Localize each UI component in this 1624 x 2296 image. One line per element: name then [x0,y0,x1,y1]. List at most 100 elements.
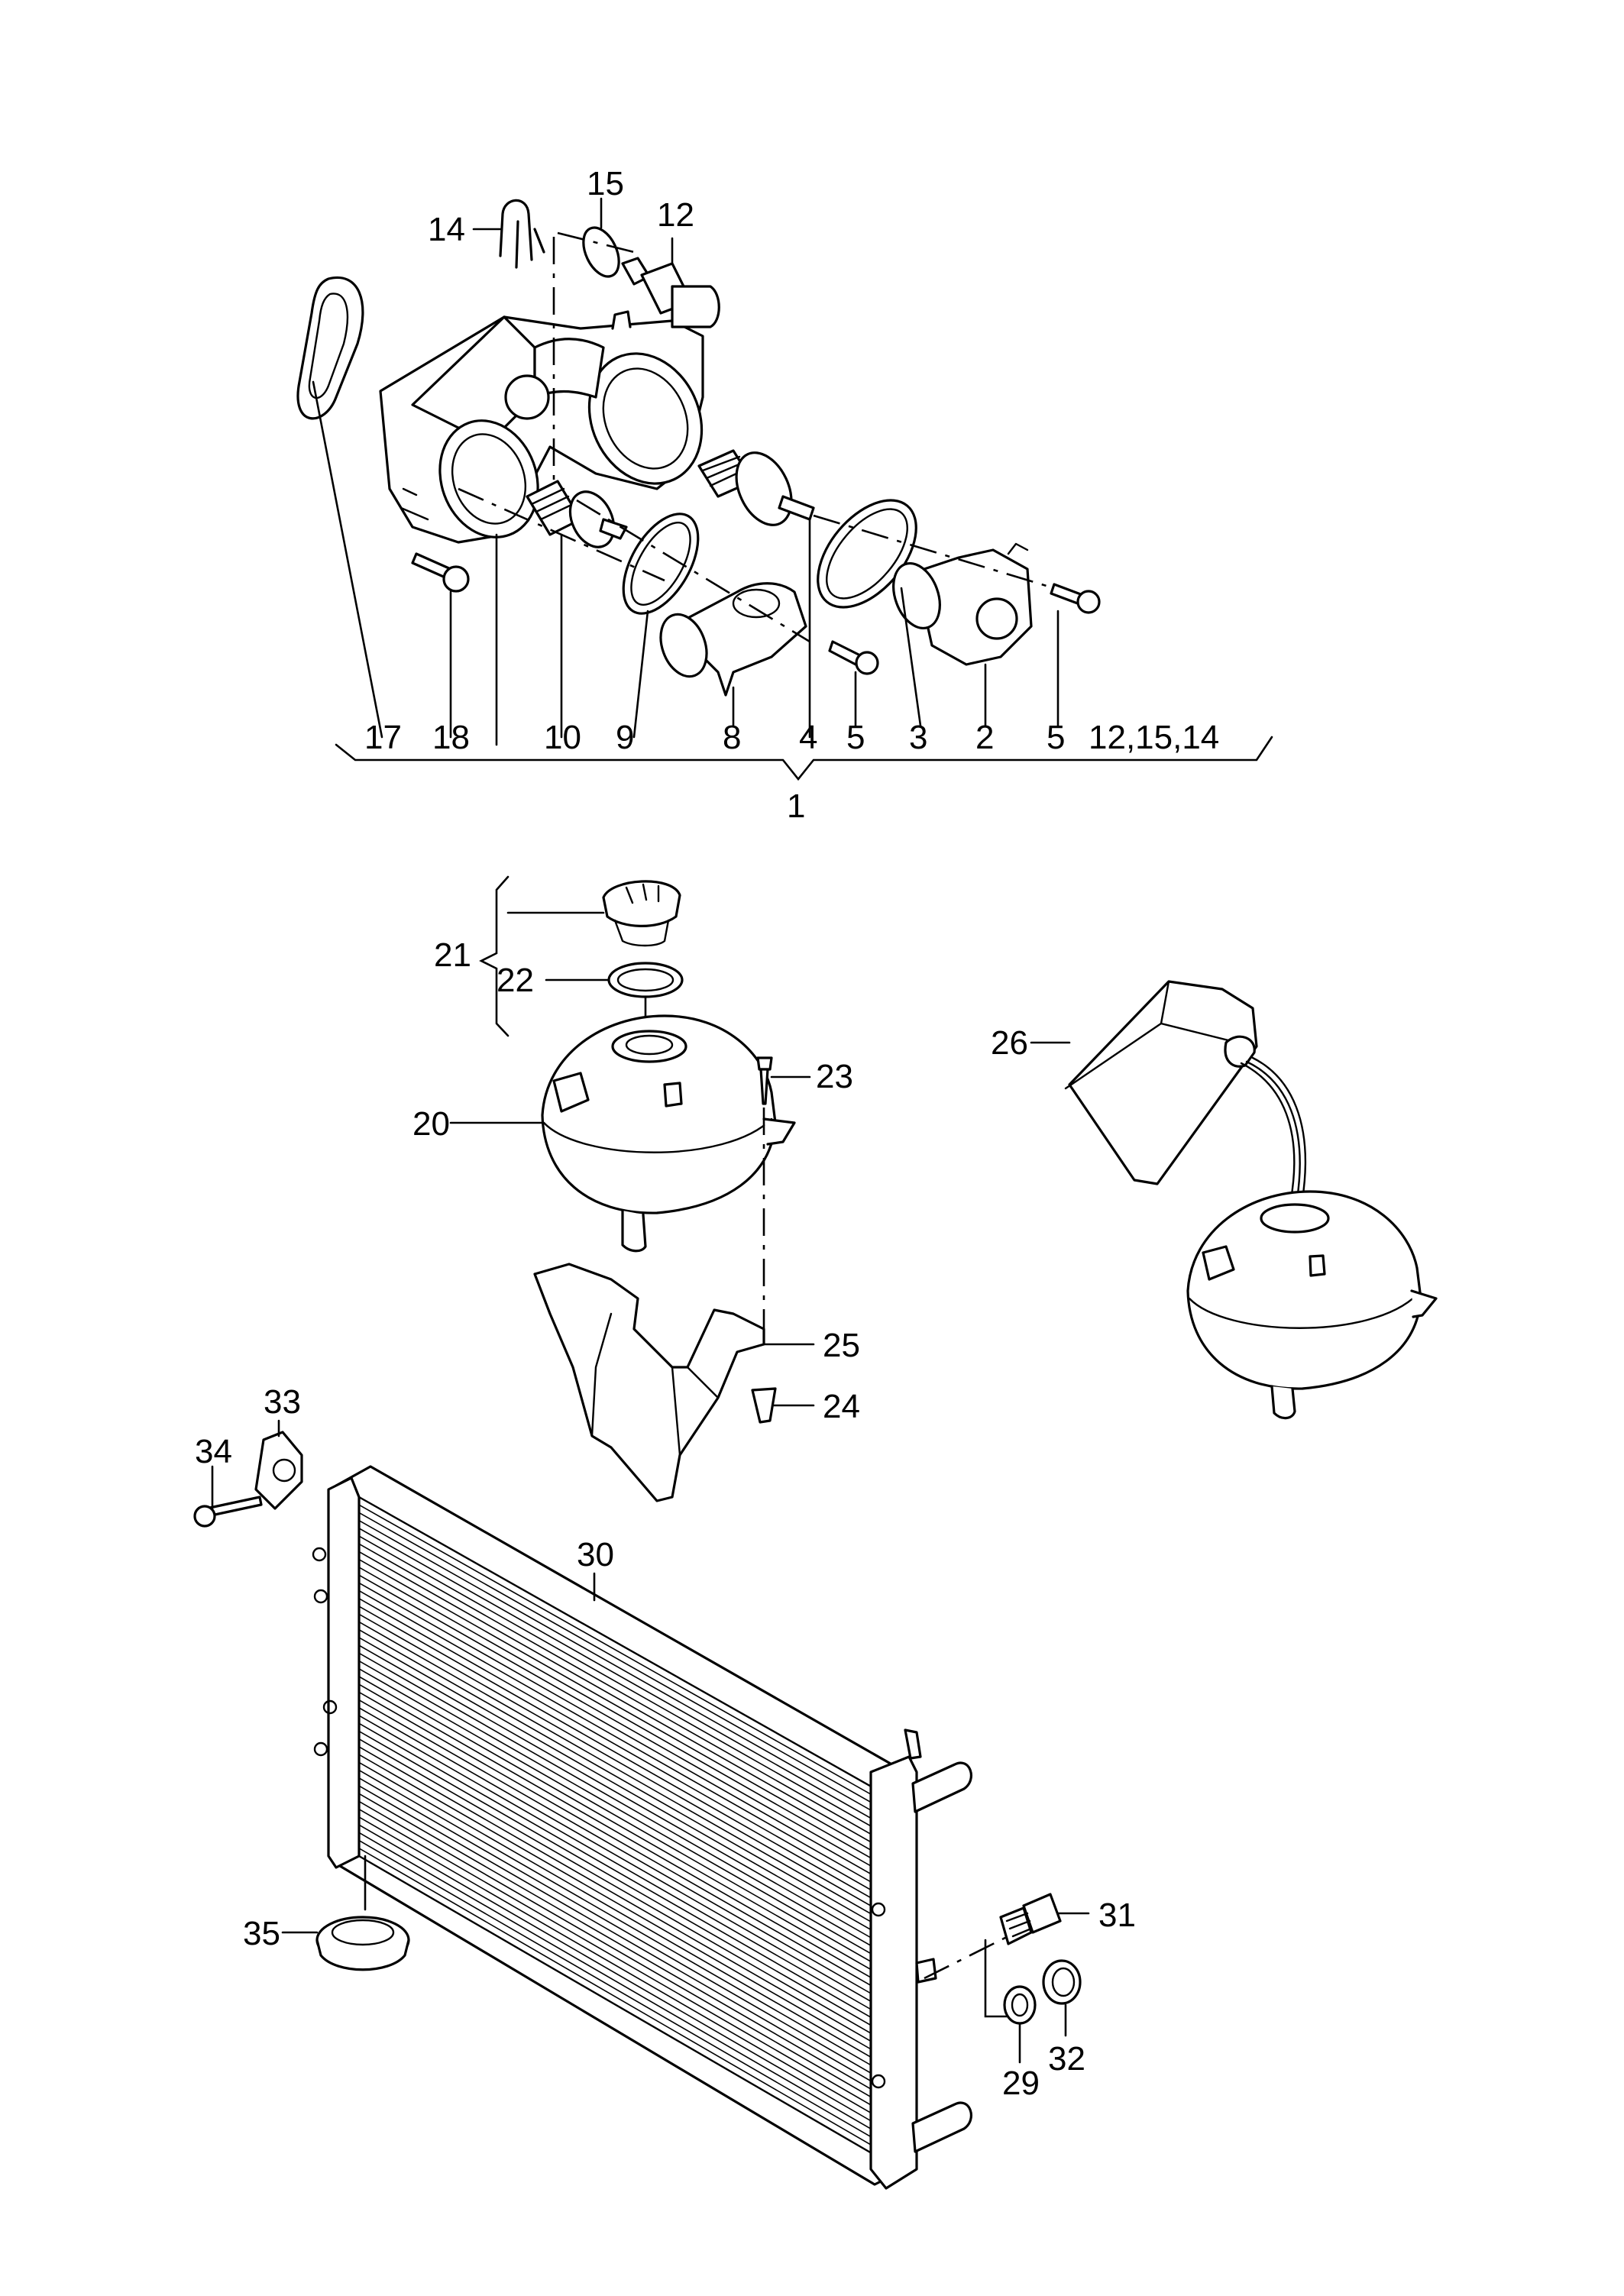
axis-line-sensor [924,1935,1009,1980]
radiator-fin-line [358,1660,887,1963]
radiator-fin-line [358,1707,887,2011]
radiator-fin-line [358,1746,887,2051]
callout-12: 12 [657,196,694,234]
radiator-fin-line [358,1738,887,2043]
callout-26: 26 [991,1024,1028,1062]
part-2-coolant-flange [892,542,1033,666]
radiator-fin-line [358,1777,887,2083]
callout-2: 2 [975,719,994,756]
part-4-thermostat [697,449,815,526]
radiator-fin-line [358,1613,887,1916]
callout-22: 22 [497,962,534,999]
radiator-fin-line [358,1528,887,1828]
thermostat-housing-group [296,197,1273,781]
radiator-fin-line [358,1715,887,2019]
radiator-fins [358,1504,887,2155]
axis-line-3 [576,499,810,643]
callout-32: 32 [1048,2040,1085,2078]
radiator-fin-line [358,1621,887,1923]
radiator-fin-line [358,1676,887,1979]
expansion-tank-copy [1186,1190,1438,1420]
expansion-tank-group [449,875,815,1502]
part-12-coolant-sensor [621,257,720,328]
radiator-fin-line [358,1512,887,1812]
radiator-fin-line [358,1824,887,2130]
callout-3: 3 [909,719,927,756]
radiator-fin-line [358,1652,887,1955]
part-34-screw [193,1496,263,1528]
radiator-fin-line [358,1589,887,1891]
radiator-fin-line [358,1668,887,1971]
callout-14: 14 [428,211,465,248]
callout-25: 25 [823,1327,860,1364]
radiator-fin-line [358,1519,887,1820]
part-24-clip [751,1387,777,1424]
part-10-thermostat-spring [526,480,628,548]
radiator-fin-line [358,1800,887,2107]
part-35-rubber-mount [315,1916,410,1971]
radiator-fin-line [358,1848,887,2155]
radiator-fin-line [358,1754,887,2059]
part-5-bolt-lower [828,640,879,675]
radiator-fin-line [358,1644,887,1947]
radiator-fin-line [358,1551,887,1851]
part-33-mount [254,1431,303,1510]
callout-8: 8 [723,719,741,756]
radiator-fin-line [358,1699,887,2003]
part-25-bracket [533,1263,765,1502]
radiator-fin-line [358,1832,887,2139]
radiator-fin-line [358,1606,887,1907]
callout-20: 20 [412,1105,450,1143]
radiator-fin-line [358,1535,887,1835]
part-29-seal-ring [1003,1985,1037,2025]
callout-29: 29 [1002,2065,1040,2102]
part-18-bolt [411,552,470,593]
radiator-fin-line [358,1809,887,2115]
radiator-fin-line [358,1559,887,1860]
axis-line-5 [813,514,1055,590]
callout-5b: 5 [1047,719,1065,756]
radiator-fin-line [358,1582,887,1884]
part-22-o-ring [607,962,684,998]
callout-33: 33 [264,1383,301,1421]
part-20-expansion-tank [541,1014,796,1253]
callout-5a: 5 [846,719,865,756]
part-31-temperature-switch [999,1893,1062,1945]
radiator-fin-line [358,1574,887,1876]
radiator-fin-line [358,1785,887,2091]
radiator-fin-line [358,1722,887,2027]
part-30-radiator [312,1465,972,2190]
part-8-coolant-flange [659,582,807,697]
callout-24: 24 [823,1388,860,1425]
coolant-fill-group [1030,980,1438,1420]
part-32-plug [1042,1959,1082,2005]
axis-line-2 [557,231,635,254]
callout-23: 23 [816,1058,853,1095]
callout-17: 17 [364,719,402,756]
callout-35: 35 [243,1915,280,1952]
callout-21: 21 [434,936,471,974]
part-5-bolt-right [1050,583,1101,614]
callout-10: 10 [544,719,581,756]
callout-31: 31 [1098,1897,1136,1934]
radiator-fin-line [358,1637,887,1939]
radiator-fin-line [358,1839,887,2146]
part-26-coolant-container [1064,980,1258,1185]
radiator-fin-line [358,1816,887,2123]
radiator-fin-line [358,1683,887,1987]
callout-15: 15 [587,165,624,202]
callout-12-15-14: 12,15,14 [1089,719,1219,756]
radiator-fin-line [358,1567,887,1868]
callout-labels: 14 15 12 17 18 10 9 8 4 5 3 2 5 12,15,14… [195,165,1219,2102]
radiator-group [193,1419,1090,2190]
callout-4: 4 [799,719,817,756]
part-9-o-ring [622,513,700,615]
part-23-screw [756,1056,773,1105]
callout-34: 34 [195,1433,232,1470]
radiator-fin-line [358,1543,887,1844]
radiator-fin-line [358,1730,887,2035]
thermostat-housing-body [379,310,704,544]
radiator-fin-line [358,1769,887,2074]
